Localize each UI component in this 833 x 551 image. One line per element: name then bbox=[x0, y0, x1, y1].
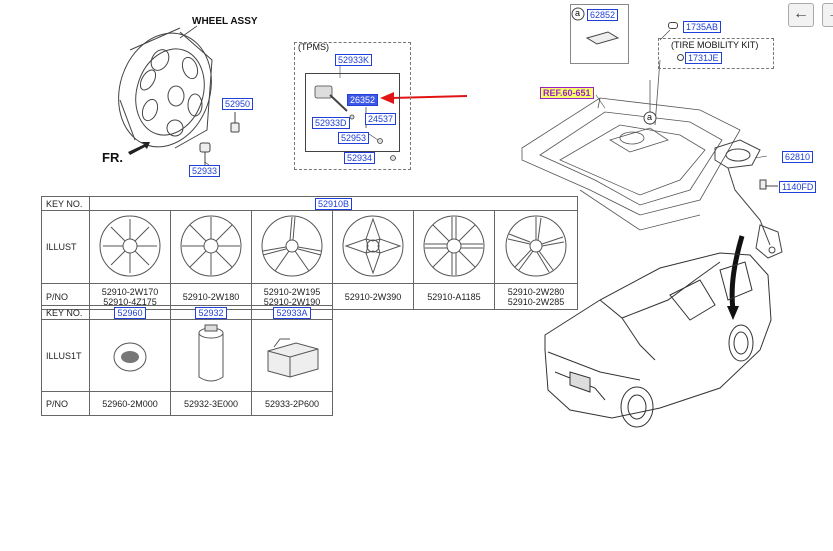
valve-drawing bbox=[199, 142, 211, 165]
legend-a-letter: a bbox=[575, 8, 581, 18]
legend-a-marker bbox=[571, 7, 657, 125]
part-number: 52910-2W180 bbox=[182, 291, 240, 302]
sealant-bottle-illust bbox=[170, 319, 252, 392]
wheel-illust-6 bbox=[494, 210, 578, 284]
callout-1731JE[interactable]: 1731JE bbox=[685, 52, 722, 64]
callout-1735AB[interactable]: 1735AB bbox=[683, 21, 722, 33]
wheel-title-leader bbox=[179, 25, 198, 39]
callout-1140FD[interactable]: 1140FD bbox=[779, 181, 817, 193]
tire-mobility-kit-box bbox=[658, 38, 774, 69]
part-cell: 52933-2P600 bbox=[251, 391, 333, 416]
key-cell: 52910B bbox=[89, 196, 578, 211]
compressor-illust bbox=[251, 319, 333, 392]
callout-52933K[interactable]: 52933K bbox=[335, 54, 373, 66]
tpms-inner-box bbox=[305, 73, 400, 152]
wheel-illust-4 bbox=[332, 210, 414, 284]
callout-62810[interactable]: 62810 bbox=[782, 151, 814, 163]
callout-26352[interactable]: 26352 bbox=[347, 94, 379, 106]
key-no-header: KEY NO. bbox=[41, 196, 90, 211]
part-number: 52910-A1185 bbox=[427, 291, 481, 302]
wheel-drawing bbox=[118, 27, 213, 149]
hub-cap-illust bbox=[89, 319, 171, 392]
part-number: 52960-2M000 bbox=[102, 398, 158, 409]
part-cell: 52960-2M000 bbox=[89, 391, 171, 416]
part-number: 52932-3E000 bbox=[183, 398, 239, 409]
key-cell: 52932 bbox=[170, 305, 252, 320]
part-number: 52910-2W280 bbox=[507, 286, 565, 297]
callout-52933D[interactable]: 52933D bbox=[312, 117, 350, 129]
part-number: 52910-2W285 bbox=[507, 296, 565, 307]
part-cell-5: 52910-A1185 bbox=[413, 283, 495, 310]
callout-52950[interactable]: 52950 bbox=[222, 98, 254, 110]
pno-header: P/NO bbox=[41, 391, 90, 416]
part-number: 52910-2W170 bbox=[101, 286, 159, 297]
key-52960[interactable]: 52960 bbox=[114, 306, 146, 319]
nut-drawing bbox=[230, 112, 240, 133]
tire-mobility-kit-label: (TIRE MOBILITY KIT) bbox=[671, 40, 759, 50]
part-number: 52910-4Z175 bbox=[103, 296, 157, 307]
bracket-drawing bbox=[714, 139, 783, 259]
callout-62852[interactable]: 62852 bbox=[587, 9, 619, 21]
part-cell: 52932-3E000 bbox=[170, 391, 252, 416]
key-cell: 52933A bbox=[251, 305, 333, 320]
callout-52933[interactable]: 52933 bbox=[189, 165, 221, 177]
marker-a-letter: a bbox=[647, 112, 653, 122]
wheel-illust-2 bbox=[170, 210, 252, 284]
back-button[interactable]: ← bbox=[788, 3, 814, 27]
wheel-illust-1 bbox=[89, 210, 171, 284]
wheel-assy-title: WHEEL ASSY bbox=[192, 16, 258, 27]
key-52932[interactable]: 52932 bbox=[195, 306, 227, 319]
illust-header: ILLUS1T bbox=[41, 319, 90, 392]
key-cell: 52960 bbox=[89, 305, 171, 320]
callout-ref-60-651[interactable]: REF.60-651 bbox=[540, 87, 594, 99]
forward-button[interactable]: → bbox=[822, 3, 833, 27]
patch-drawing bbox=[585, 31, 620, 45]
key-52933A[interactable]: 52933A bbox=[273, 306, 311, 319]
floor-drawing bbox=[521, 59, 741, 231]
illust-header: ILLUST bbox=[41, 210, 90, 284]
key-52910B[interactable]: 52910B bbox=[314, 197, 353, 210]
key-no-header: KEY NO. bbox=[41, 305, 90, 320]
part-number: 52910-2W190 bbox=[263, 296, 321, 307]
wheel-illust-5 bbox=[413, 210, 495, 284]
wheel-illust-3 bbox=[251, 210, 333, 284]
callout-52934[interactable]: 52934 bbox=[344, 152, 376, 164]
patch-box bbox=[570, 4, 629, 64]
vehicle-drawing bbox=[544, 252, 772, 428]
callout-24537[interactable]: 24537 bbox=[365, 113, 397, 125]
black-arrow-icon bbox=[727, 235, 745, 320]
grommet-small-icon bbox=[677, 54, 684, 61]
red-arrow-icon bbox=[380, 92, 468, 104]
back-arrow-icon: ← bbox=[793, 5, 809, 22]
tpms-label: (TPMS) bbox=[298, 42, 329, 52]
front-arrow-icon bbox=[128, 142, 150, 155]
front-direction-label: FR. bbox=[102, 150, 123, 165]
forward-arrow-icon: → bbox=[827, 5, 833, 22]
grommet-icon bbox=[668, 22, 678, 29]
part-number: 52933-2P600 bbox=[264, 398, 320, 409]
accessory-key-table: KEY NO. 52960 52932 52933A ILLUS1T P/NO … bbox=[41, 305, 333, 416]
callout-52953[interactable]: 52953 bbox=[338, 132, 370, 144]
part-cell-4: 52910-2W390 bbox=[332, 283, 414, 310]
part-number: 52910-2W195 bbox=[263, 286, 321, 297]
tpms-group-box bbox=[294, 42, 411, 170]
part-number: 52910-2W390 bbox=[344, 291, 402, 302]
